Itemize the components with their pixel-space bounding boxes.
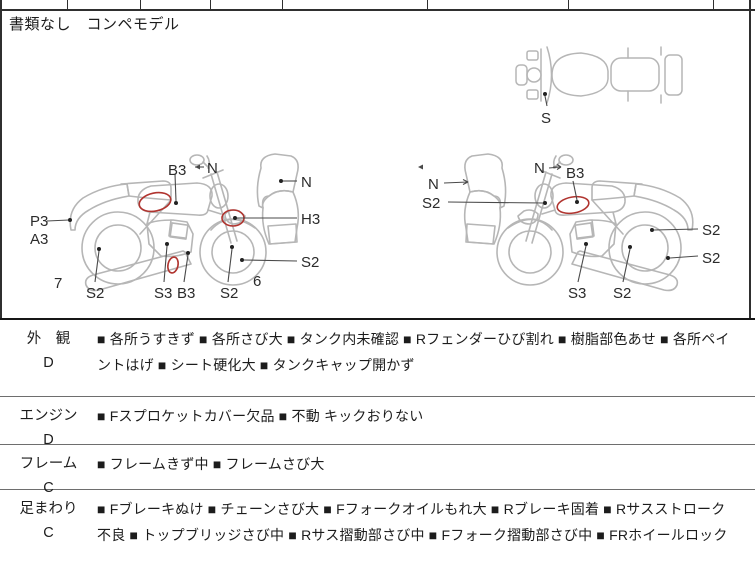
damage-label-n-cowl: N [428,176,439,193]
damage-label-b3-frame: B3 [177,285,195,302]
table-divider [568,0,569,9]
table-divider [140,0,141,9]
damage-label-a3: A3 [30,231,48,248]
motorcycle-top-view-diagram: S [495,38,710,130]
grade-value: D [43,355,54,371]
damage-label-b3-tank: B3 [566,165,584,182]
damage-label-s2-muffler: S2 [86,285,104,302]
condition-items: ■ フレームきず中 ■ フレームさび大 [97,456,325,472]
damage-annotation-marks [556,195,590,215]
leader-lines [46,164,298,283]
motorcycle-left-side-diagram: B3 N N P3 A3 H3 S2 7 S2 S3 B3 S2 6 [25,148,355,318]
table-row: 外 観 D ■ 各所うすきず ■ 各所さび大 ■ タンク内未確認 ■ Rフェンダ… [0,320,755,397]
sheet-left-border [0,0,2,561]
damage-label-s2-front: S2 [422,195,440,212]
condition-items: ■ 各所うすきず ■ 各所さび大 ■ タンク内未確認 ■ Rフェンダーひび割れ … [97,331,730,373]
document-note: 書類なし コンペモデル [9,16,180,33]
wheel-size-label-6: 6 [253,273,261,290]
damage-label-s2-side: S2 [301,254,319,271]
damage-label-n-mirror: N [207,160,218,177]
top-view-line-art [515,46,683,104]
partial-table-row [0,0,755,11]
damage-label-n-cowl: N [301,174,312,191]
condition-items: ■ Fブレーキぬけ ■ チェーンさび大 ■ Fフォークオイルもれ大 ■ Rブレー… [97,501,728,543]
table-row: エンジン D ■ Fスプロケットカバー欠品 ■ 不動 キックおりない [0,397,755,448]
table-row: 足まわり C ■ Fブレーキぬけ ■ チェーンさび大 ■ Fフォークオイルもれ大… [0,490,755,561]
damage-label-s2-muffler: S2 [613,285,631,302]
damage-label-p3: P3 [30,213,48,230]
damage-label-s2-fork: S2 [220,285,238,302]
damage-label-b3-tank: B3 [168,162,186,179]
table-divider [282,0,283,9]
wheel-size-label-7: 7 [54,275,62,292]
category-cell: フレーム C [0,445,97,496]
sheet-right-border [749,0,751,561]
table-divider [427,0,428,9]
damage-label-s3-engine: S3 [154,285,172,302]
category-cell: 足まわり C [0,490,97,561]
category-cell: エンジン D [0,397,97,448]
damage-label-n-mirror: N [534,160,545,177]
category-label: 足まわり [19,501,78,517]
inspection-table: 外 観 D ■ 各所うすきず ■ 各所さび大 ■ タンク内未確認 ■ Rフェンダ… [0,318,755,561]
table-divider [210,0,211,9]
leader-lines [543,92,548,107]
leader-lines [418,164,699,283]
motorcycle-right-side-diagram: N B3 N S2 S2 S2 S3 S2 [408,148,753,318]
grade-value: C [43,525,54,541]
category-label: 外 観 [26,331,71,347]
table-row: フレーム C ■ フレームきず中 ■ フレームさび大 [0,445,755,496]
damage-label-s2-shock: S2 [702,222,720,239]
table-divider [713,0,714,9]
category-label: フレーム [19,456,78,472]
damage-label-h3: H3 [301,211,320,228]
category-cell: 外 観 D [0,320,97,396]
grade-value: C [43,480,54,496]
table-divider [67,0,68,9]
condition-items: ■ Fスプロケットカバー欠品 ■ 不動 キックおりない [97,408,424,424]
grade-value: D [43,432,54,448]
category-label: エンジン [19,408,78,424]
damage-label-s: S [541,110,551,127]
damage-label-s3-engine: S3 [568,285,586,302]
damage-label-s2-wheel: S2 [702,250,720,267]
